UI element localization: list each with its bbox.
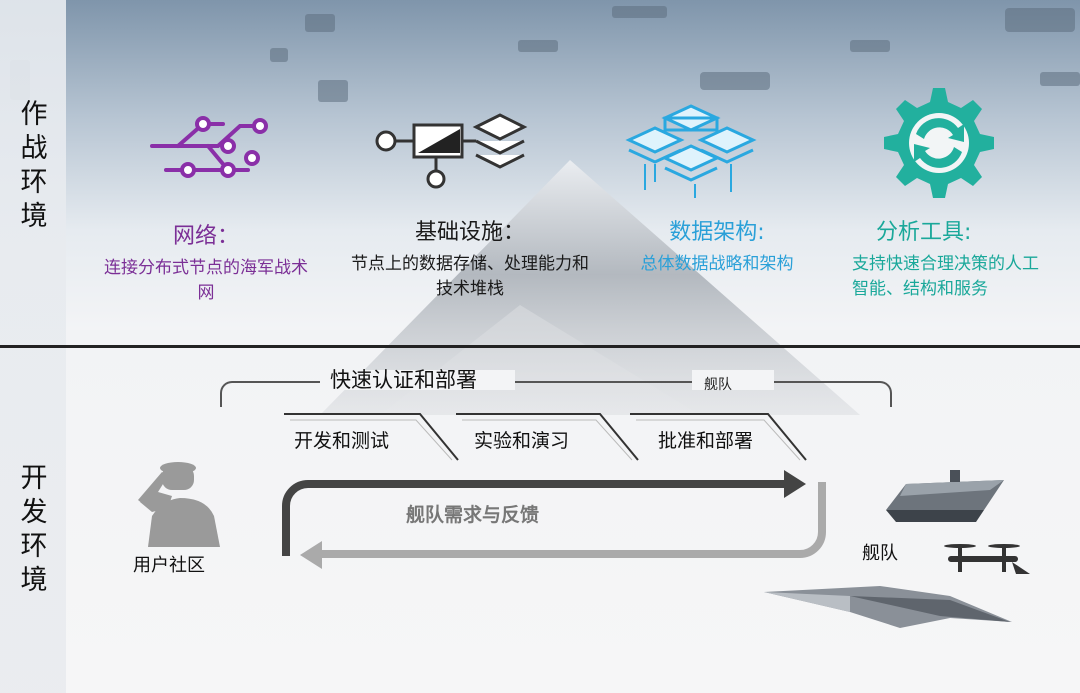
pillar-infrastructure: 基础设施： 节点上的数据存储、处理能力和技术堆栈	[350, 218, 590, 302]
pillar-infrastructure-title: 基础设施：	[414, 220, 525, 245]
network-icon	[150, 116, 268, 178]
tiltrotor-icon	[944, 544, 1030, 574]
step-experiment-exercise: 实验和演习	[454, 412, 640, 462]
pillar-data-title: 数据架构:	[669, 220, 765, 245]
step-label: 批准和部署	[658, 430, 754, 452]
fleet-small-label: 舰队	[704, 377, 732, 393]
analytics-gear-icon	[884, 88, 994, 198]
pillar-data-desc: 总体数据战略和架构	[640, 254, 794, 274]
pillar-network-title: 网络：	[172, 224, 239, 249]
rapid-deployment-title: 快速认证和部署	[330, 368, 477, 392]
section-divider	[0, 345, 1080, 348]
pillar-tools-desc: 支持快速合理决策的人工智能、结构和服务	[852, 254, 1039, 299]
combat-environment-label: 作战环境	[20, 99, 48, 232]
step-label: 实验和演习	[474, 430, 570, 452]
fleet-label: 舰队	[862, 543, 898, 564]
step-develop-test: 开发和测试	[282, 412, 462, 462]
step-arrow	[456, 413, 639, 461]
pillar-network: 网络： 连接分布式节点的海军战术网	[100, 222, 312, 306]
pillar-tools-title: 分析工具:	[876, 220, 972, 245]
step-approve-deploy: 批准和部署	[628, 412, 808, 462]
step-label: 开发和测试	[294, 430, 390, 452]
user-community-label: 用户社区	[133, 555, 205, 576]
pillar-network-desc: 连接分布式节点的海军战术网	[104, 258, 308, 303]
infrastructure-icon	[375, 113, 528, 189]
aircraft-carrier-icon	[886, 470, 1004, 522]
pillar-analytics-tools: 分析工具: 支持快速合理决策的人工智能、结构和服务	[852, 218, 1042, 302]
step-arrow	[630, 413, 807, 461]
development-environment-label: 开发环境	[20, 463, 48, 596]
bracket-gap	[320, 370, 515, 390]
step-arrow	[284, 413, 459, 461]
soldier-salute-icon	[138, 462, 220, 547]
pillar-data-architecture: 数据架构: 总体数据战略和架构	[612, 218, 822, 277]
pillar-infrastructure-desc: 节点上的数据存储、处理能力和技术堆栈	[351, 254, 589, 299]
fleet-feedback-label: 舰队需求与反馈	[406, 504, 540, 526]
rapid-deployment-bracket	[220, 381, 892, 407]
data-architecture-icon	[625, 104, 757, 198]
bracket-gap	[692, 370, 774, 390]
stealth-drone-icon	[764, 586, 1012, 628]
